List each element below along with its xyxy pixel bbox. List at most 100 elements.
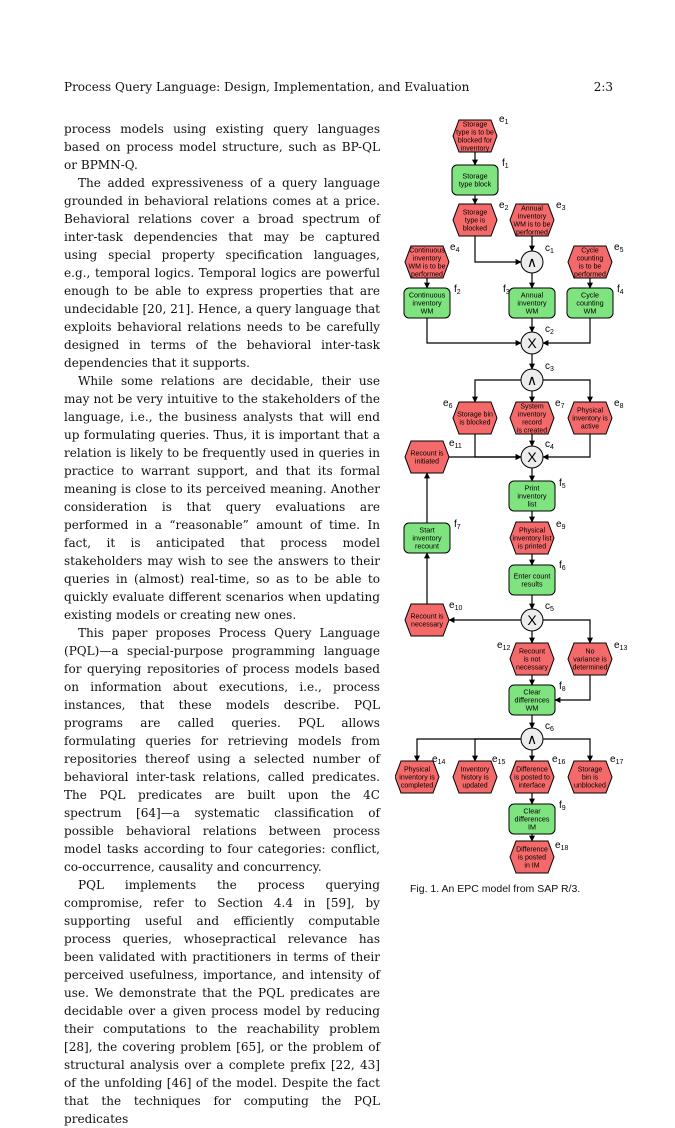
svg-text:Storage bin: Storage bin [457,411,493,418]
svg-text:is posted: is posted [518,854,546,861]
svg-text:inventory: inventory [412,534,442,543]
svg-text:Physical: Physical [577,407,604,414]
svg-text:∧: ∧ [527,372,537,388]
svg-text:System: System [520,403,544,410]
svg-text:f5: f5 [559,478,566,490]
connector-node: Xc5 [520,601,554,632]
svg-text:Storage: Storage [462,171,487,180]
flow-arrows [414,152,593,842]
svg-text:completed: completed [401,782,433,789]
svg-text:f8: f8 [559,681,566,693]
flow-arrow [426,318,522,346]
svg-text:e14: e14 [432,754,445,766]
svg-text:inventory: inventory [518,411,547,418]
svg-text:e16: e16 [552,754,565,766]
svg-text:∧: ∧ [527,731,537,747]
flow-arrow [543,619,593,644]
svg-text:Continuous: Continuous [409,247,445,254]
svg-text:inventory: inventory [413,255,442,262]
flow-arrow [474,434,522,460]
svg-text:performed: performed [574,271,606,278]
flow-arrow [554,675,591,703]
running-header-title: Process Query Language: Design, Implemen… [64,80,470,94]
svg-text:∧: ∧ [527,254,537,270]
flow-arrow [543,379,593,403]
svg-text:e8: e8 [614,398,624,410]
svg-text:Clear: Clear [523,687,541,696]
svg-text:list: list [528,500,537,509]
svg-text:results: results [521,580,543,589]
svg-text:updated: updated [462,782,487,789]
svg-text:is blocked: is blocked [459,419,490,426]
svg-text:interface: interface [519,782,546,789]
connector-node: ∧c1 [520,243,554,274]
svg-text:is not: is not [524,656,541,663]
svg-text:is printed: is printed [518,543,547,550]
svg-text:necessary: necessary [411,621,443,628]
svg-text:IM: IM [528,823,536,832]
svg-text:Difference: Difference [516,846,548,853]
svg-text:Clear: Clear [523,806,541,815]
svg-text:differences: differences [514,815,549,824]
svg-text:f3: f3 [503,284,510,296]
svg-text:Difference: Difference [516,766,548,773]
svg-text:variance is: variance is [573,656,607,663]
svg-text:type is: type is [465,217,486,224]
svg-text:counting: counting [576,299,603,308]
svg-text:f9: f9 [559,800,566,812]
svg-text:Cycle: Cycle [581,290,599,299]
svg-text:inventory is: inventory is [399,774,435,781]
svg-text:performed: performed [516,229,548,236]
svg-text:Recount is: Recount is [410,450,444,457]
svg-text:f4: f4 [617,284,624,296]
svg-text:Inventory: Inventory [461,766,490,773]
svg-text:inventory: inventory [517,492,547,501]
svg-text:f1: f1 [502,158,509,170]
svg-text:WM: WM [526,307,539,316]
svg-text:X: X [527,612,537,628]
svg-text:initiated: initiated [415,458,439,465]
svg-text:c4: c4 [545,439,554,451]
svg-text:c2: c2 [545,324,554,336]
svg-text:record: record [522,419,542,426]
svg-text:recount: recount [415,542,439,551]
svg-text:Continuous: Continuous [409,290,446,299]
svg-text:is to be: is to be [579,263,602,270]
svg-text:Physical: Physical [519,527,546,534]
svg-text:Enter count: Enter count [514,571,551,580]
svg-text:Print: Print [525,483,540,492]
svg-text:inventory: inventory [412,299,442,308]
svg-text:e2: e2 [499,200,509,212]
paragraph: PQL implements the process querying comp… [64,878,380,1126]
flow-arrow [472,379,521,403]
svg-text:e5: e5 [614,242,624,254]
svg-text:e3: e3 [556,200,566,212]
flow-arrow [542,434,591,460]
svg-text:necessary: necessary [516,664,548,671]
flow-arrow [542,318,591,346]
svg-text:in IM: in IM [524,862,539,869]
svg-text:c3: c3 [545,361,554,373]
body-text-column: process models using existing query lang… [64,120,380,1128]
flow-arrow [472,738,521,762]
paragraph: This paper proposes Process Query Langua… [64,626,380,874]
